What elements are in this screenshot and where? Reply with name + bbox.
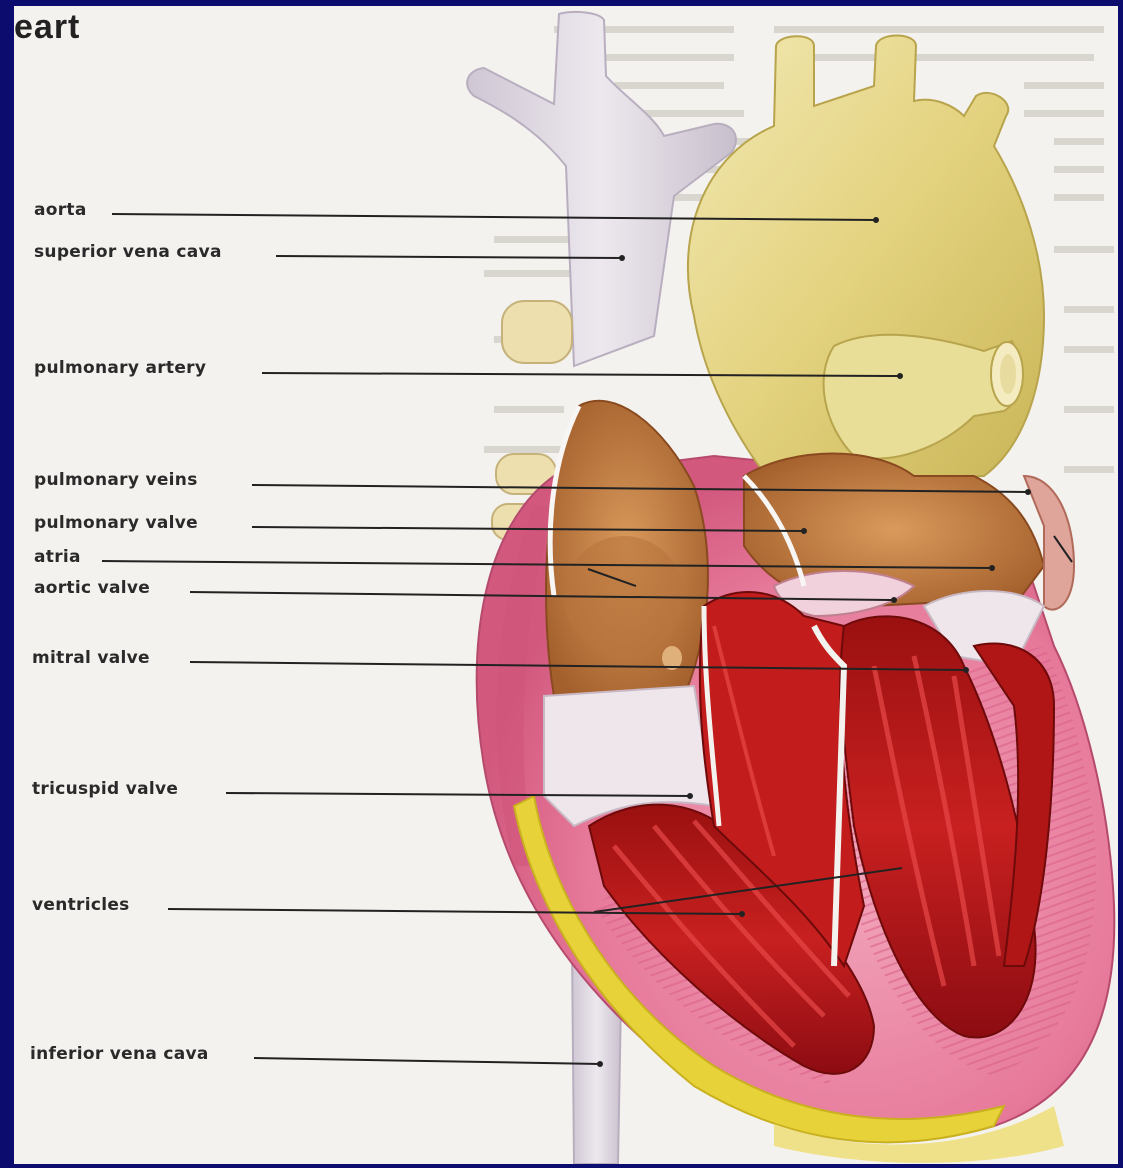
label-pulmonary-veins: pulmonary veins (34, 470, 198, 490)
label-aortic-valve: aortic valve (34, 578, 150, 598)
label-superior-vena-cava: superior vena cava (34, 242, 222, 262)
label-ventricles: ventricles (32, 895, 130, 915)
label-tricuspid-valve: tricuspid valve (32, 779, 178, 799)
label-inferior-vena-cava: inferior vena cava (30, 1044, 209, 1064)
label-mitral-valve: mitral valve (32, 648, 150, 668)
label-pulmonary-artery: pulmonary artery (34, 358, 206, 378)
heart-illustration (14, 6, 1118, 1164)
label-aorta: aorta (34, 200, 87, 220)
label-atria: atria (34, 547, 81, 567)
label-pulmonary-valve: pulmonary valve (34, 513, 198, 533)
diagram-page: eart (14, 6, 1118, 1164)
